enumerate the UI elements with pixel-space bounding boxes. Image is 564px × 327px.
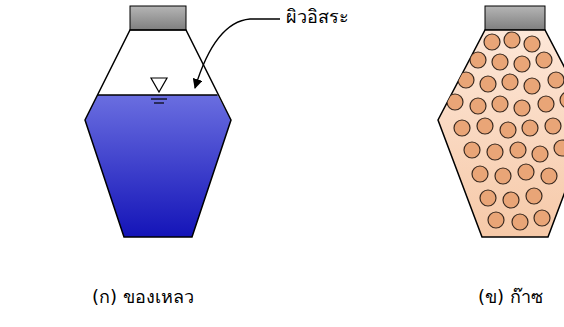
gas-molecule: [545, 118, 561, 134]
gas-molecule: [492, 96, 508, 112]
gas-molecule: [534, 210, 550, 226]
gas-molecule: [532, 146, 548, 162]
gas-molecule: [447, 94, 463, 110]
gas-molecule: [518, 164, 534, 180]
gas-molecule: [454, 120, 470, 136]
gas-molecule: [470, 98, 486, 114]
gas-molecule: [458, 72, 474, 88]
gas-molecule: [488, 212, 504, 228]
gas-molecule: [500, 122, 516, 138]
gas-molecule: [495, 168, 511, 184]
gas-molecule: [480, 190, 496, 206]
gas-molecule: [512, 214, 528, 230]
gas-molecule: [524, 36, 540, 52]
gas-molecule: [477, 118, 493, 134]
callout-label: ผิวอิสระ: [286, 6, 349, 28]
leader-arrow: [195, 19, 280, 88]
gas-molecule: [524, 78, 540, 94]
gas-molecule: [548, 72, 564, 88]
gas-molecule: [470, 52, 486, 68]
caption-label: (ก) ของเหลว: [92, 286, 194, 308]
surface-symbol: [151, 78, 167, 92]
gas-molecule: [522, 120, 538, 136]
gas-molecule: [480, 76, 496, 92]
bottle-cap: [485, 6, 545, 30]
gas-molecule: [487, 144, 503, 160]
gas-molecule: [560, 92, 564, 108]
surface-symbol: [154, 102, 164, 103]
gas-molecule: [510, 142, 526, 158]
bottle-outline: [438, 30, 564, 237]
caption-label: (ข) ก๊าซ: [478, 286, 543, 308]
gas-molecule: [502, 74, 518, 90]
gas-molecule: [464, 142, 480, 158]
bottle-cap: [130, 6, 186, 30]
gas-molecules: [447, 32, 564, 230]
gas-molecule: [554, 140, 564, 156]
bottle-outline: [85, 30, 231, 237]
gas-bottle: [438, 6, 564, 237]
gas-molecule: [503, 192, 519, 208]
gas-molecule: [541, 168, 557, 184]
gas-molecule: [514, 56, 530, 72]
liquid-bottle: [85, 6, 280, 237]
gas-molecule: [504, 32, 520, 48]
liquid: [85, 95, 231, 237]
gas-molecule: [536, 52, 552, 68]
gas-molecule: [514, 100, 530, 116]
gas-molecule: [526, 188, 542, 204]
gas-molecule: [472, 166, 488, 182]
surface-symbol: [151, 98, 167, 99]
gas-molecule: [538, 96, 554, 112]
gas-molecule: [484, 34, 500, 50]
free-surface: [98, 94, 218, 96]
gas-molecule: [492, 54, 508, 70]
